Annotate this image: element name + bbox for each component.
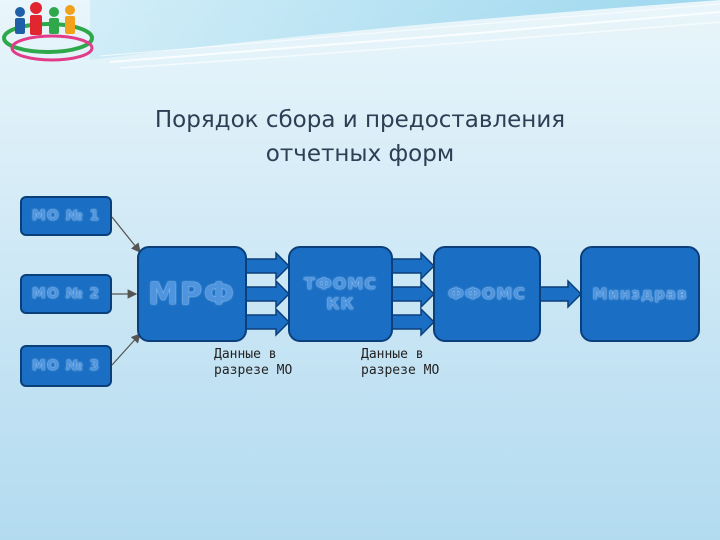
tfoms-label-line1: ТФОМС xyxy=(303,274,378,293)
ffoms-box: ФФОМС xyxy=(433,246,541,342)
mo-1-box: МО № 1 xyxy=(20,196,112,236)
mrf-box: МРФ xyxy=(137,246,247,342)
tfoms-box: ТФОМС КК xyxy=(288,246,393,342)
title-line-2: отчетных форм xyxy=(265,141,455,167)
arrows-tfoms-ffoms xyxy=(391,251,436,337)
mo-2-box: МО № 2 xyxy=(20,274,112,314)
arrow-mo3-mrf xyxy=(111,333,141,366)
mo-3-box: МО № 3 xyxy=(20,345,112,387)
note-tfoms-data-by-mo: Данные в разрезе МО xyxy=(361,347,440,378)
page-title: Порядок сбора и предоставления отчетных … xyxy=(0,103,720,171)
minzdrav-box: Минздрав xyxy=(580,246,700,342)
arrow-ffoms-minzdrav xyxy=(539,279,583,309)
arrows-mrf-tfoms xyxy=(245,251,291,337)
arrow-mo1-mrf xyxy=(111,216,141,253)
header-wave-band xyxy=(90,0,720,69)
note-mrf-data-by-mo: Данные в разрезе МО xyxy=(214,347,293,378)
family-logo-icon xyxy=(2,2,94,62)
tfoms-label-line2: КК xyxy=(326,294,355,313)
title-line-1: Порядок сбора и предоставления xyxy=(154,107,566,133)
